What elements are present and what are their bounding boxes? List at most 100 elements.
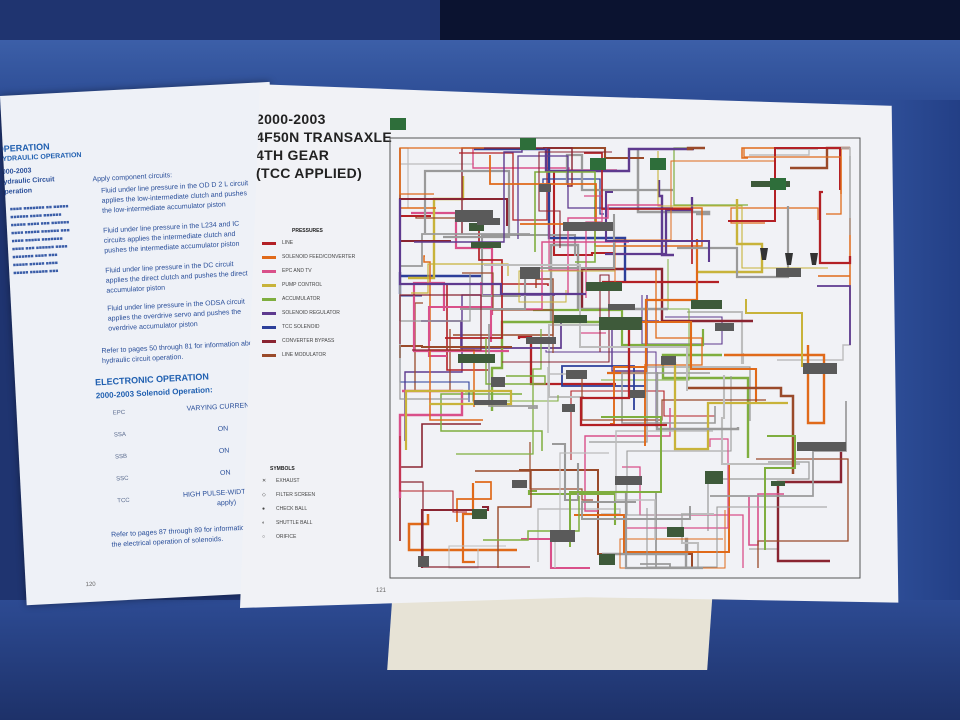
valve-body [471,242,501,248]
circuit-line [398,199,586,296]
circuit-line [673,362,788,451]
valve-body [608,304,635,310]
circuit-line [545,350,658,427]
bullet-1: Fluid under line pressure in the OD D 2 … [100,180,249,215]
circuit-line [552,170,613,257]
circuit-line [574,463,730,553]
legend-label: SOLENOID FEED/CONVERTER [282,254,356,260]
circuit-line [581,501,691,520]
legend-heading: PRESSURES [292,228,323,234]
circuit-line [817,285,851,345]
symbol-label: ORIFICE [276,534,297,540]
symbols-heading: SYMBOLS [270,466,295,472]
circuit-line [542,178,604,215]
circuit-line [440,393,543,451]
circuit-line [686,146,705,151]
legend-label: EPC AND TV [282,268,312,274]
circuit-line [579,323,667,427]
orifice-icon: ○ [262,534,266,540]
circuit-line [756,458,849,568]
left-column-text: ■■■■ ■■■■■■■ ■■ ■■■■■ ■■■■■■ ■■■■ ■■■■■■… [9,203,70,277]
circuit-line [657,151,828,269]
circuit-line [697,199,764,274]
circuit-line [818,218,851,305]
diagram-title-line4: (TCC APPLIED) [256,165,363,181]
solenoid-name: SSC [116,475,129,483]
solenoid-name: SSB [114,453,128,461]
legend-label: LINE MODULATOR [282,352,326,358]
bullet-4: Fluid under line pressure in the ODSA ci… [107,298,246,333]
circuit-line [624,320,758,404]
solenoid-heading: 2000-2003 Solenoid Operation: [95,385,213,401]
right-page-number: 121 [376,588,387,594]
valve-body [469,223,484,231]
circuit-line [743,148,842,215]
circuit-line [399,294,482,351]
circuit-line [459,148,548,221]
circuit-line [448,545,506,569]
circuit-line [427,305,493,358]
circuit-line [552,442,580,502]
electronic-heading: ELECTRONIC OPERATION [94,371,210,388]
circuit-line [475,470,532,568]
valve-body [566,370,587,379]
valve-body [771,481,785,486]
circuit-line [502,274,610,363]
circuit-line [601,259,690,381]
valve-body [539,184,551,192]
circuit-line [626,438,729,529]
legend-swatch [262,312,276,315]
valve-body [803,363,837,374]
circuit-line [484,264,688,391]
symbol-label: FILTER SCREEN [276,492,316,498]
diagram-border [389,137,861,579]
subheading-hydraulic: HYDRAULIC OPERATION [0,151,82,164]
valve-body [474,400,507,405]
valve-body [562,404,575,412]
circuit-line [519,469,693,568]
legend-label: SOLENOID REGULATOR [282,310,340,316]
circuit-line [548,324,632,398]
circuit-line [414,148,523,243]
circuit-line [456,329,542,455]
sensor [785,253,793,265]
right-page: 2000-2003 4F50N TRANSAXLE 4TH GEAR (TCC … [240,84,899,608]
valve-body [458,354,495,363]
filter-screen-icon: ◇ [262,492,266,498]
valve-body [776,268,801,277]
circuit-line [626,376,732,516]
circuit-line [673,147,748,206]
legend-swatch [262,256,276,259]
valve-body [491,377,505,387]
valve-body [418,556,429,567]
solenoid-block [770,178,786,190]
circuit-line [580,267,753,323]
valve-body [691,300,722,309]
solenoid-name: SSA [113,431,127,439]
valve-body [563,222,613,231]
solenoid-block [520,138,536,150]
solenoid-state: ON [217,425,229,434]
valve-body [472,509,487,519]
legend-swatch [262,270,276,273]
solenoid-state: ON [219,469,231,477]
legend-label: CONVERTER BYPASS [282,338,335,344]
circuit-line [456,481,492,522]
circuit-line [461,483,475,564]
circuit-line [724,345,826,425]
circuit-line [764,435,796,550]
circuit-line [461,147,573,234]
bullet-2: Fluid under line pressure in the L234 an… [103,220,240,255]
legend-swatch [262,326,276,329]
solenoid-state: VARYING CURRENT [186,402,254,413]
symbol-label: EXHAUST [276,478,300,484]
valve-body [550,530,575,542]
valve-body [526,337,556,344]
circuit-line [688,386,795,474]
circuit-line [407,514,517,552]
diagram-title-line1: 2000-2003 [256,111,326,127]
paper-under-book [387,590,713,670]
symbol-label: SHUTTLE BALL [276,520,313,526]
circuit-line [776,442,843,563]
